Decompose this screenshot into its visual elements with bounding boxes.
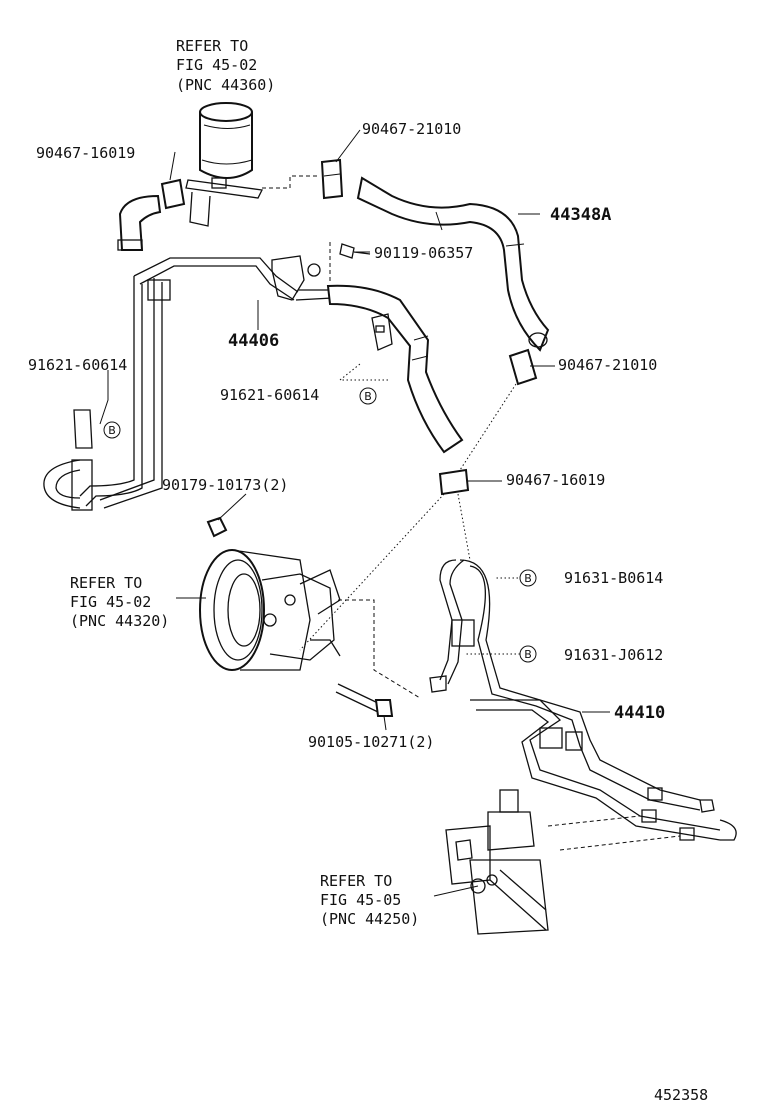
label-bolt-pump: 90105-10271(2) (308, 733, 434, 751)
label-clip-top-left: 90467-16019 (36, 144, 135, 162)
refer-reservoir-line1: REFER TO (176, 37, 248, 55)
svg-text:B: B (364, 390, 372, 403)
svg-text:B: B (524, 648, 532, 661)
pressure-hose-drawing (326, 284, 464, 454)
clip-top-left-drawing (160, 178, 186, 210)
steering-gear-drawing (445, 789, 549, 935)
reservoir-drawing (185, 102, 263, 227)
refer-gear-line1: REFER TO (320, 872, 392, 890)
label-clip-mid-right: 90467-21010 (558, 356, 657, 374)
refer-reservoir-line3: (PNC 44360) (176, 76, 275, 94)
label-nut: 90179-10173(2) (162, 476, 288, 494)
label-clamp-left: 91621-60614 (28, 356, 127, 374)
clip-mid-right-drawing (508, 348, 538, 386)
label-clamp-mid: 91621-60614 (220, 386, 319, 404)
label-clip-top-right: 90467-21010 (362, 120, 461, 138)
nut-drawing (206, 516, 228, 538)
label-clamp-b0614: 91631-B0614 (564, 569, 663, 587)
marker-b-b0614: B (519, 569, 537, 587)
pump-drawing (199, 549, 341, 671)
label-clamp-j0612: 91631-J0612 (564, 646, 663, 664)
label-hose-return: 44348A (550, 205, 611, 225)
pipe-fitting-drawing (271, 255, 333, 301)
svg-text:B: B (108, 424, 116, 437)
marker-b-j0612: B (519, 645, 537, 663)
svg-text:B: B (524, 572, 532, 585)
bolt-pump-drawing (335, 683, 394, 717)
label-pipe-pressure: 44406 (228, 331, 279, 351)
bolt-top-drawing (339, 243, 371, 259)
pressure-pipe-drawing (43, 257, 299, 511)
refer-gear-line2: FIG 45-05 (320, 891, 401, 909)
refer-reservoir-line2: FIG 45-02 (176, 56, 257, 74)
diagram-number: 452358 (654, 1086, 708, 1104)
refer-pump-line2: FIG 45-02 (70, 593, 151, 611)
label-clip-lower: 90467-16019 (506, 471, 605, 489)
marker-b-left: B (103, 421, 121, 439)
refer-gear-line3: (PNC 44250) (320, 910, 419, 928)
clip-top-right-drawing (320, 158, 344, 200)
return-hose-drawing (356, 176, 550, 352)
refer-pump-line1: REFER TO (70, 574, 142, 592)
refer-pump-line3: (PNC 44320) (70, 612, 169, 630)
label-tube-assy: 44410 (614, 703, 665, 723)
clip-lower-drawing (438, 468, 470, 496)
marker-b-mid: B (359, 387, 377, 405)
suction-hose-drawing (117, 194, 162, 251)
label-bolt-top: 90119-06357 (374, 244, 473, 262)
tube-assy-drawing (429, 559, 737, 841)
leader-lines (99, 129, 610, 897)
